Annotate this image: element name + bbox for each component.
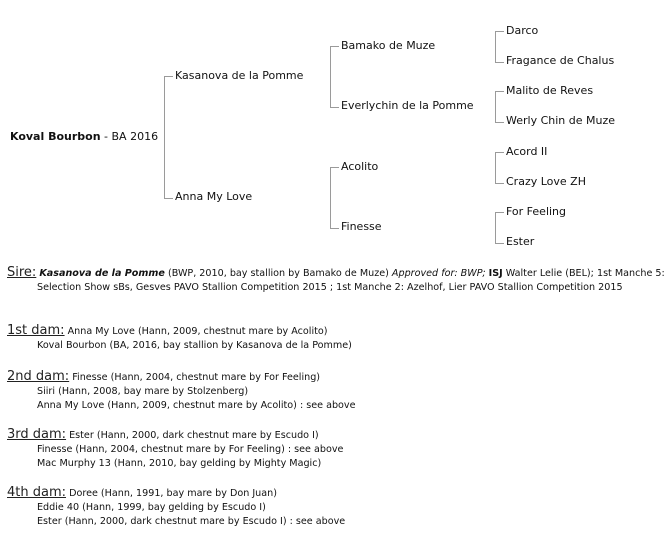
- sire-label: Sire:: [7, 265, 37, 280]
- bracket-gen2: [330, 167, 339, 229]
- sire-info: (BWP, 2010, bay stallion by Bamako de Mu…: [164, 268, 392, 279]
- sire-section: Sire: Kasanova de la Pomme (BWP, 2010, b…: [7, 266, 670, 295]
- dam-label: 2nd dam:: [7, 369, 70, 384]
- sire-full-name: Kasanova de la Pomme: [39, 268, 165, 279]
- gen3-name[interactable]: Werly Chin de Muze: [506, 114, 616, 127]
- sire-name[interactable]: Kasanova de la Pomme: [175, 69, 304, 82]
- offspring: Eddie 40 (Hann, 1999, bay gelding by Esc…: [37, 502, 266, 513]
- bracket-gen3: [495, 91, 504, 123]
- sire-results: Walter Lelie (BEL); 1st Manche 5: Select…: [37, 268, 665, 293]
- dam-section-3: 3rd dam: Ester (Hann, 2000, dark chestnu…: [7, 428, 343, 471]
- dam-main: Doree (Hann, 1991, bay mare by Don Juan): [69, 488, 277, 499]
- dam-main: Finesse (Hann, 2004, chestnut mare by Fo…: [72, 372, 321, 383]
- sire-isj: ISJ: [488, 268, 503, 279]
- offspring: Finesse (Hann, 2004, chestnut mare by Fo…: [37, 444, 344, 455]
- dam-label: 1st dam:: [7, 323, 65, 338]
- offspring: Mac Murphy 13 (Hann, 2010, bay gelding b…: [37, 458, 322, 469]
- gen3-name[interactable]: Darco: [506, 24, 539, 37]
- dam-main: Anna My Love (Hann, 2009, chestnut mare …: [67, 326, 328, 337]
- bracket-gen3: [495, 152, 504, 184]
- gen3-name[interactable]: For Feeling: [506, 205, 567, 218]
- bracket-gen1: [164, 76, 173, 199]
- dam-label: 4th dam:: [7, 485, 67, 500]
- offspring: Anna My Love (Hann, 2009, chestnut mare …: [37, 400, 356, 411]
- dam-section-1: 1st dam: Anna My Love (Hann, 2009, chest…: [7, 324, 352, 353]
- dam-section-2: 2nd dam: Finesse (Hann, 2004, chestnut m…: [7, 370, 356, 413]
- gen3-name[interactable]: Fragance de Chalus: [506, 54, 615, 67]
- gen2-name[interactable]: Acolito: [341, 160, 379, 173]
- offspring: Ester (Hann, 2000, dark chestnut mare by…: [37, 516, 346, 527]
- subject-horse: Koval Bourbon - BA 2016: [10, 130, 158, 144]
- bracket-gen3: [495, 212, 504, 244]
- gen2-name[interactable]: Bamako de Muze: [341, 39, 436, 52]
- dam-name[interactable]: Anna My Love: [175, 190, 253, 203]
- bracket-gen2: [330, 46, 339, 108]
- subject-name: Koval Bourbon: [10, 130, 101, 143]
- dam-section-4: 4th dam: Doree (Hann, 1991, bay mare by …: [7, 486, 345, 529]
- subject-suffix: - BA 2016: [100, 130, 159, 143]
- gen3-name[interactable]: Malito de Reves: [506, 84, 594, 97]
- gen2-name[interactable]: Finesse: [341, 220, 382, 233]
- gen2-name[interactable]: Everlychin de la Pomme: [341, 99, 474, 112]
- bracket-gen3: [495, 31, 504, 63]
- gen3-name[interactable]: Acord II: [506, 145, 548, 158]
- sire-approved: Approved for: BWP;: [391, 268, 486, 279]
- gen3-name[interactable]: Ester: [506, 235, 535, 248]
- offspring: Koval Bourbon (BA, 2016, bay stallion by…: [37, 340, 352, 351]
- offspring: Siiri (Hann, 2008, bay mare by Stolzenbe…: [37, 386, 249, 397]
- gen3-name[interactable]: Crazy Love ZH: [506, 175, 586, 188]
- dam-label: 3rd dam:: [7, 427, 67, 442]
- dam-main: Ester (Hann, 2000, dark chestnut mare by…: [69, 430, 319, 441]
